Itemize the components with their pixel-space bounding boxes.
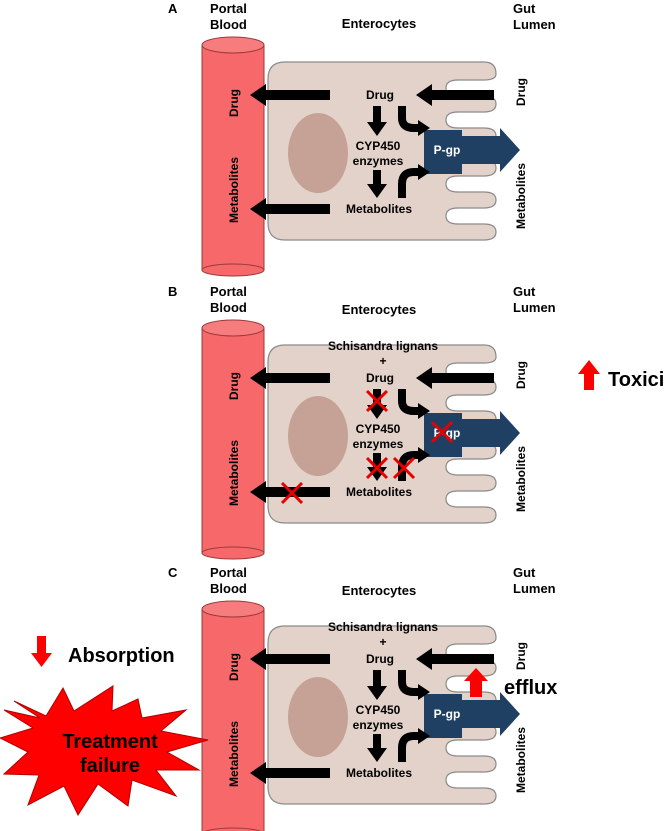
panel-c: C Portal Blood Enterocytes Gut Lumen Sch… [0,565,557,831]
header-enterocytes: Enterocytes [342,583,416,598]
header-gut-lumen-2: Lumen [513,17,556,32]
header-portal-blood-2: Blood [210,581,247,596]
cyp450-label-1: CYP450 [356,422,401,436]
lumen-drug-label: Drug [514,361,528,389]
lumen-drug-label: Drug [514,642,528,670]
cell-drug-label: Drug [366,652,394,666]
pgp-label: P-gp [434,143,461,157]
lumen-metabolites-label: Metabolites [514,163,528,229]
up-arrow-icon [578,360,600,390]
pgp-label: P-gp [434,707,461,721]
cyp450-label-2: enzymes [353,718,404,732]
lignans-label: Schisandra lignans [328,339,438,353]
panel-b: B Portal Blood Enterocytes Gut Lumen Sch… [168,284,664,559]
efflux-label: efflux [504,677,557,699]
efflux-up-arrow-icon [464,668,488,697]
treatment-failure-line1: Treatment [62,731,158,753]
cyp450-label-1: CYP450 [356,703,401,717]
lignans-plus: + [379,635,386,649]
header-portal-blood-1: Portal [210,284,247,299]
cyp450-label-2: enzymes [353,437,404,451]
blood-metabolites-label: Metabolites [227,721,241,787]
lumen-metabolites-label: Metabolites [514,446,528,512]
header-gut-lumen-1: Gut [513,284,536,299]
down-arrow-icon [31,636,52,667]
blood-metabolites-label: Metabolites [227,157,241,223]
lumen-drug-label: Drug [514,78,528,106]
header-gut-lumen-1: Gut [513,565,536,580]
cell-metabolites-label: Metabolites [346,485,412,499]
cell-metabolites-label: Metabolites [346,202,412,216]
header-portal-blood-1: Portal [210,1,247,16]
blood-drug-label: Drug [227,89,241,117]
panel-letter-b: B [168,284,177,299]
header-gut-lumen-2: Lumen [513,581,556,596]
header-portal-blood-2: Blood [210,300,247,315]
header-portal-blood-2: Blood [210,17,247,32]
header-enterocytes: Enterocytes [342,16,416,31]
treatment-failure-burst [0,685,209,817]
panel-a: A Portal Blood Enterocytes Gut Lumen Dru… [168,1,556,276]
cell-metabolites-label: Metabolites [346,766,412,780]
blood-metabolites-label: Metabolites [227,440,241,506]
absorption-label: Absorption [68,645,175,667]
cell-drug-label: Drug [366,88,394,102]
blood-drug-label: Drug [227,653,241,681]
panel-letter-c: C [168,565,178,580]
header-gut-lumen-1: Gut [513,1,536,16]
lignans-plus: + [379,354,386,368]
lignans-label: Schisandra lignans [328,620,438,634]
cyp450-label-1: CYP450 [356,139,401,153]
toxicity-label: Toxicity [608,369,664,391]
treatment-failure-line2: failure [80,755,140,777]
header-gut-lumen-2: Lumen [513,300,556,315]
cell-drug-label: Drug [366,371,394,385]
panel-letter-a: A [168,1,178,16]
lumen-metabolites-label: Metabolites [514,727,528,793]
cyp450-label-2: enzymes [353,154,404,168]
blood-drug-label: Drug [227,372,241,400]
header-enterocytes: Enterocytes [342,302,416,317]
header-portal-blood-1: Portal [210,565,247,580]
